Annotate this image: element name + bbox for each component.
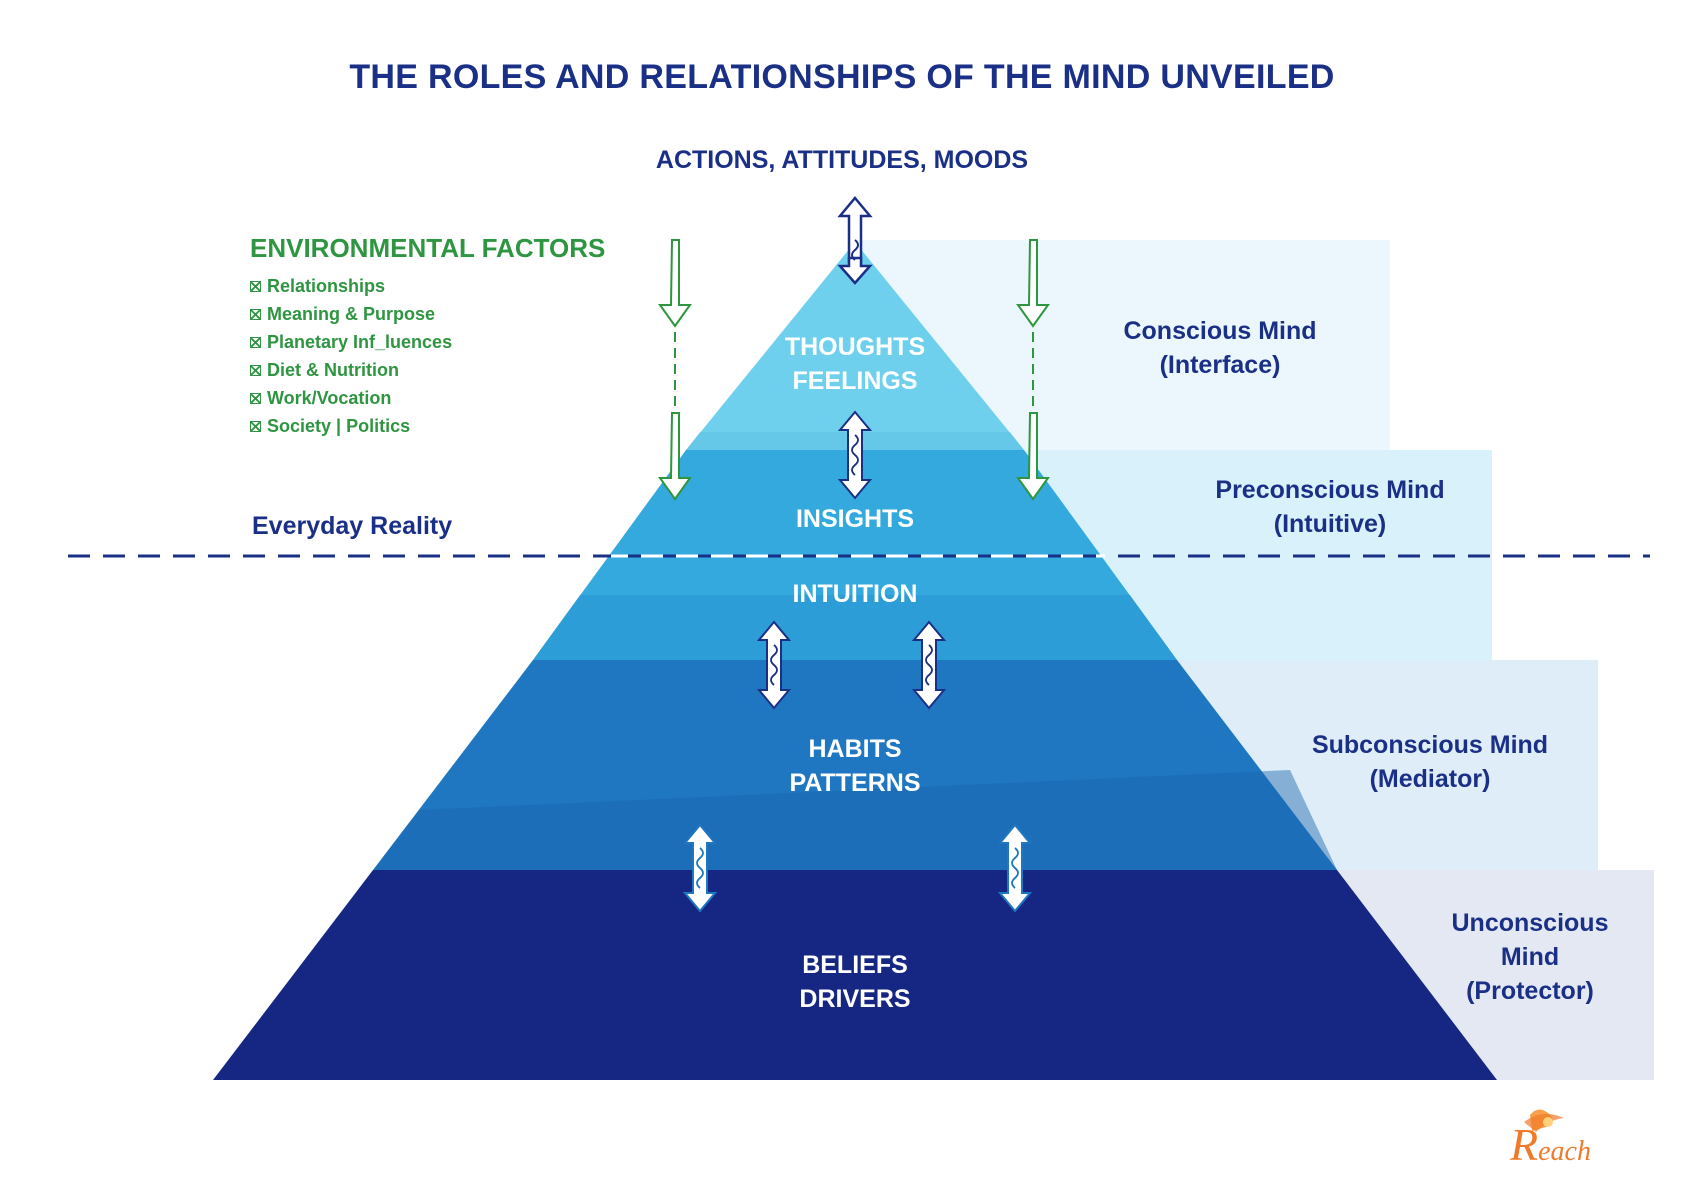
- checkbox-cross-icon: [250, 337, 261, 348]
- double-arrow-intuition-habits-right-icon: [911, 620, 947, 710]
- reach-logo-icon: [1524, 1109, 1564, 1132]
- beliefs-drivers-label: BELIEFS DRIVERS: [799, 951, 911, 1013]
- double-arrow-thoughts-insights-icon: [837, 410, 873, 500]
- checkbox-cross-icon: [250, 393, 261, 404]
- double-arrow-habits-beliefs-left-icon: [682, 823, 718, 913]
- pyramid-level-subconscious: [373, 660, 1337, 870]
- habits-patterns-label: HABITS PATTERNS: [789, 735, 921, 797]
- environmental-factors-title: ENVIRONMENTAL FACTORS: [250, 233, 606, 263]
- env-item: Work/Vocation: [250, 384, 452, 412]
- environment-arrow-right-icon: [1016, 239, 1050, 501]
- env-item: Relationships: [250, 272, 452, 300]
- unconscious-mind-label: Unconscious Mind (Protector): [1451, 909, 1609, 1005]
- insights-label: INSIGHTS: [795, 505, 915, 533]
- subconscious-mind-label: Subconscious Mind (Mediator): [1311, 731, 1549, 793]
- checkbox-cross-icon: [250, 281, 261, 292]
- env-item: Planetary Inf_luences: [250, 328, 452, 356]
- shade-band: [373, 770, 1337, 870]
- pyramid-level-conscious: [686, 242, 1024, 450]
- env-item: Meaning & Purpose: [250, 300, 452, 328]
- shade-band: [533, 595, 1177, 660]
- checkbox-cross-icon: [250, 365, 261, 376]
- actions-attitudes-moods-label: ACTIONS, ATTITUDES, MOODS: [655, 146, 1029, 174]
- checkbox-cross-icon: [250, 309, 261, 320]
- env-item: Society | Politics: [250, 412, 452, 440]
- page-title: THE ROLES AND RELATIONSHIPS OF THE MIND …: [349, 58, 1335, 96]
- environment-arrow-left-icon: [658, 239, 692, 501]
- everyday-reality-label: Everyday Reality: [252, 512, 453, 540]
- top-double-arrow-icon: [837, 196, 873, 285]
- reach-logo: Reach: [1510, 1119, 1591, 1170]
- env-item: Diet & Nutrition: [250, 356, 452, 384]
- pyramid-level-unconscious: [213, 870, 1497, 1080]
- preconscious-mind-label: Preconscious Mind (Intuitive): [1215, 476, 1445, 538]
- environmental-factors-list: Relationships Meaning & Purpose Planetar…: [250, 272, 452, 440]
- double-arrow-intuition-habits-left-icon: [756, 620, 792, 710]
- intuition-label: INTUITION: [792, 580, 918, 608]
- checkbox-cross-icon: [250, 421, 261, 432]
- thoughts-feelings-label: THOUGHTS FEELINGS: [784, 333, 926, 395]
- double-arrow-habits-beliefs-right-icon: [997, 823, 1033, 913]
- conscious-mind-label: Conscious Mind (Interface): [1123, 317, 1317, 379]
